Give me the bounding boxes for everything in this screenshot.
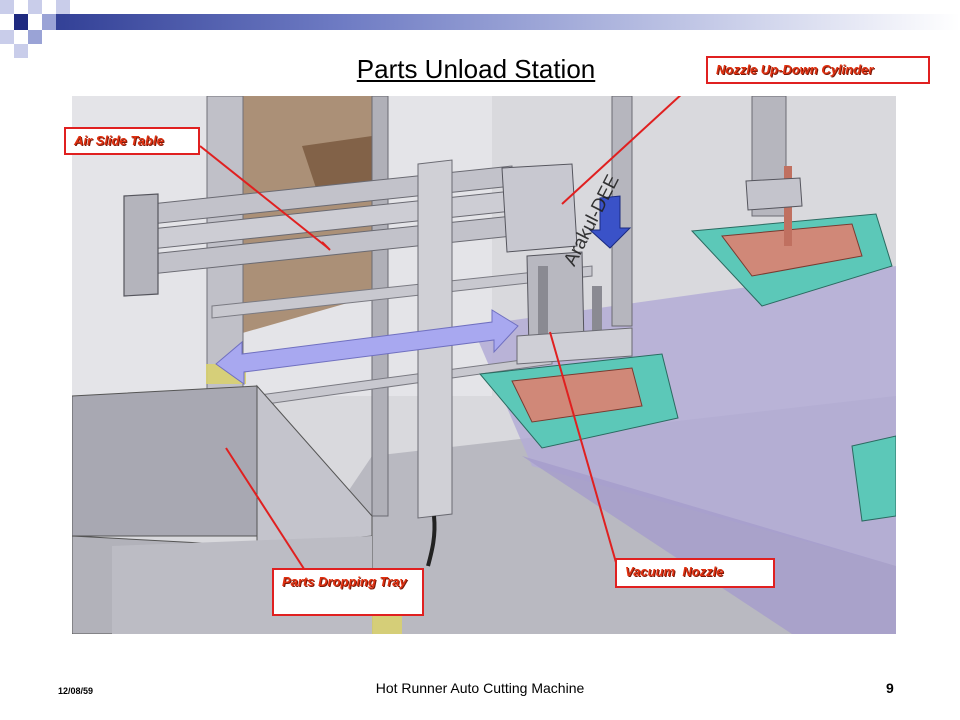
callout-label: Nozzle Up-Down Cylinder (716, 62, 874, 77)
callout-label: Air Slide Table (74, 133, 164, 148)
callout-air-slide-table: Air Slide Table (64, 127, 200, 155)
callout-label: Vacuum Nozzle (625, 564, 724, 579)
footer-date: 12/08/59 (58, 686, 94, 696)
corner-decoration (0, 0, 960, 58)
page-number: 9 (886, 680, 894, 696)
callout-vacuum-nozzle: Vacuum Nozzle (615, 558, 775, 588)
callout-parts-dropping-tray: Parts Dropping Tray (272, 568, 424, 616)
cad-illustration (72, 96, 896, 634)
callout-nozzle-up-down-cylinder: Nozzle Up-Down Cylinder (706, 56, 930, 84)
callout-label: Parts Dropping Tray (282, 574, 407, 589)
slide-title: Parts Unload Station (356, 54, 596, 84)
footer-title: Hot Runner Auto Cutting Machine (375, 680, 585, 696)
